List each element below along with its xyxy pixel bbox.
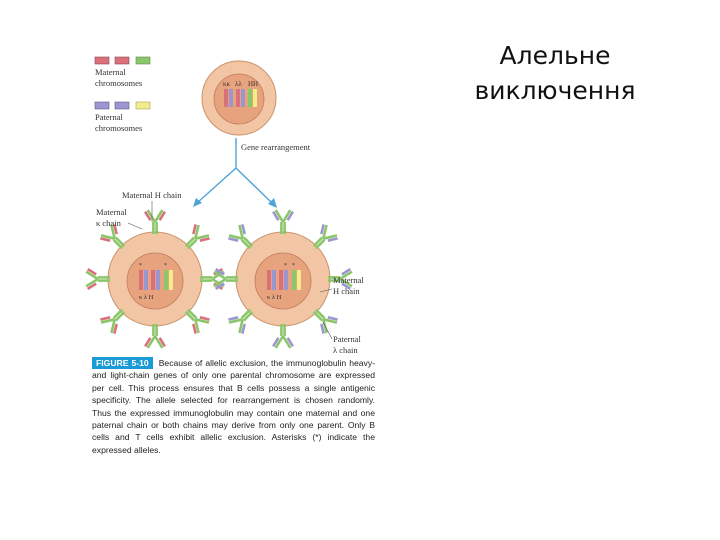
top-chrom-k-paternal <box>229 89 233 107</box>
right-b-cell: κ λ H * * Maternal H chain Paternal λ ch… <box>213 209 364 355</box>
left-antibody-6 <box>100 308 126 334</box>
caption-text: Because of allelic exclusion, the immuno… <box>92 358 375 455</box>
right-antibody-8 <box>228 224 254 250</box>
rearrangement-arrow: Gene rearrangement <box>193 138 311 208</box>
right-paternal-l-label-2: λ chain <box>333 345 358 355</box>
left-antibody-7 <box>85 268 110 290</box>
right-antibody-7 <box>213 268 238 290</box>
right-paternal-l-label-1: Paternal <box>333 334 361 344</box>
legend: Maternal chromosomes Paternal chromosome… <box>94 56 151 133</box>
right-antibody-3 <box>328 268 353 290</box>
left-maternal-k-label-2: κ chain <box>96 218 122 228</box>
slide-title: Алельне виключення <box>455 38 655 108</box>
right-cell-antibodies <box>213 209 353 349</box>
legend-paternal-label-2: chromosomes <box>95 123 142 133</box>
right-antibody-5 <box>272 324 294 349</box>
left-antibody-2 <box>184 224 210 250</box>
right-chrom-labels: κ λ H <box>267 294 282 301</box>
top-chrom-h-maternal <box>248 89 252 107</box>
top-chrom-k-maternal <box>224 89 228 107</box>
top-chrom-l-paternal <box>241 89 245 107</box>
top-chrom-label-kk: κκ <box>223 80 231 88</box>
right-maternal-h-label-1: Maternal <box>333 275 364 285</box>
left-antibody-4 <box>184 308 210 334</box>
left-b-cell: κ λ H * * Maternal H chain Maternal κ ch… <box>85 190 225 349</box>
top-chrom-h-paternal <box>253 89 257 107</box>
right-asterisk-1: * <box>284 263 287 269</box>
legend-maternal-label-1: Maternal <box>95 67 126 77</box>
right-antibody-1 <box>272 209 294 234</box>
legend-maternal-red-swatch <box>94 56 110 65</box>
left-asterisk-2: * <box>164 263 167 269</box>
right-antibody-2 <box>312 224 338 250</box>
left-maternal-k-label-1: Maternal <box>96 207 127 217</box>
left-antibody-8 <box>100 224 126 250</box>
arrow-head-left-icon <box>193 198 202 207</box>
top-chrom-label-ll: λλ <box>235 80 242 88</box>
legend-paternal-purple-swatch-2 <box>114 101 130 110</box>
slide-title-line2: виключення <box>474 76 636 105</box>
left-asterisk-1: * <box>139 263 142 269</box>
top-chrom-label-hh: HH <box>248 80 258 88</box>
left-antibody-5 <box>144 324 166 349</box>
right-maternal-h-label-2: H chain <box>333 286 360 296</box>
legend-maternal-red-swatch-2 <box>114 56 130 65</box>
slide-title-line1: Алельне <box>499 41 611 70</box>
left-maternal-h-label: Maternal H chain <box>122 190 182 200</box>
legend-maternal-label-2: chromosomes <box>95 78 142 88</box>
left-chrom-labels: κ λ H <box>139 294 154 301</box>
right-asterisk-2: * <box>292 263 295 269</box>
figure-label: FIGURE 5-10 <box>92 357 153 369</box>
legend-paternal-purple-swatch <box>94 101 110 110</box>
legend-paternal-label-1: Paternal <box>95 112 123 122</box>
right-antibody-6 <box>228 308 254 334</box>
gene-rearrangement-label: Gene rearrangement <box>241 142 311 152</box>
left-antibody-1 <box>144 209 166 234</box>
top-cell: κκ λλ HH <box>201 60 277 136</box>
legend-paternal-yellow-swatch <box>135 101 151 110</box>
arrow-head-right-icon <box>268 198 277 208</box>
legend-maternal-green-swatch <box>135 56 151 65</box>
top-chrom-l-maternal <box>236 89 240 107</box>
right-antibody-4 <box>312 308 338 334</box>
